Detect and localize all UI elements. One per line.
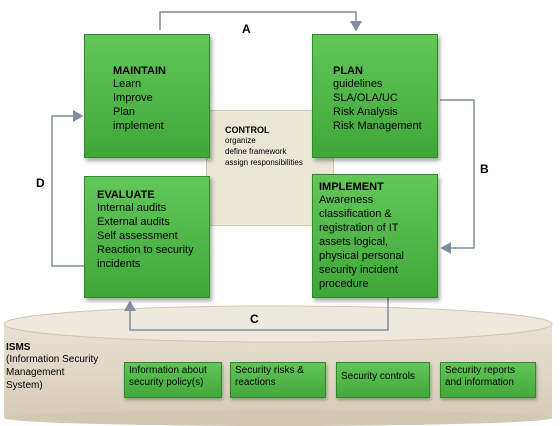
evaluate-title: EVALUATE	[97, 189, 155, 201]
chip-line: Security risks &	[235, 365, 304, 376]
chip-line: Security reports	[445, 365, 516, 376]
chip-security-policy: Information about security policy(s)	[124, 362, 222, 398]
isms-title: ISMS	[6, 342, 31, 353]
implement-line: classification &	[319, 208, 392, 220]
arrow-a	[159, 11, 362, 32]
evaluate-line: Self assessment	[97, 230, 178, 242]
plan-box: PLAN guidelines SLA/OLA/UC Risk Analysis…	[312, 34, 438, 158]
evaluate-line: Internal audits	[97, 202, 167, 214]
label-d: D	[36, 176, 45, 190]
maintain-line: Plan	[113, 106, 136, 118]
chip-security-risks: Security risks & reactions	[230, 362, 326, 398]
plan-title: PLAN	[333, 65, 363, 77]
maintain-box: MAINTAIN Learn Improve Plan implement	[84, 34, 210, 158]
plan-line: Risk Analysis	[333, 106, 398, 118]
control-line: organize	[225, 136, 256, 145]
implement-line: physical personal	[319, 250, 404, 262]
evaluate-line: Reaction to security	[97, 244, 194, 256]
isms-subtitle-line: Management	[6, 367, 65, 378]
plan-line: Risk Management	[333, 120, 422, 132]
chip-security-controls: Security controls	[336, 362, 430, 398]
label-a: A	[242, 22, 251, 36]
maintain-line: implement	[113, 120, 164, 132]
implement-line: procedure	[319, 278, 369, 290]
control-line: define framework	[225, 147, 287, 156]
label-c: C	[250, 312, 259, 326]
isms-subtitle-line: (Information Security	[6, 354, 99, 365]
control-line: assign responsibilities	[225, 158, 303, 167]
chip-line: reactions	[235, 377, 276, 388]
chip-line: Information about	[129, 365, 207, 376]
implement-line: security incident	[319, 264, 398, 276]
chip-line: Security controls	[341, 371, 415, 382]
chip-line: security policy(s)	[129, 377, 204, 388]
arrow-c	[124, 298, 389, 331]
implement-line: Awareness	[319, 194, 374, 206]
implement-box: IMPLEMENT Awareness classification & reg…	[312, 174, 438, 298]
evaluate-box: EVALUATE Internal audits External audits…	[84, 176, 210, 298]
implement-line: assets logical,	[319, 236, 389, 248]
label-b: B	[480, 162, 489, 176]
isms-label: ISMS (Information Security Management Sy…	[6, 342, 98, 392]
implement-title: IMPLEMENT	[319, 181, 384, 193]
maintain-title: MAINTAIN	[113, 65, 166, 77]
plan-line: SLA/OLA/UC	[333, 92, 398, 104]
arrow-b	[440, 99, 475, 254]
chip-security-reports: Security reports and information	[440, 362, 536, 398]
evaluate-line: External audits	[97, 216, 170, 228]
maintain-line: Learn	[113, 78, 142, 90]
arrow-d	[51, 110, 84, 267]
maintain-line: Improve	[113, 92, 153, 104]
chip-line: and information	[445, 377, 514, 388]
control-title: CONTROL	[225, 125, 270, 135]
isms-subtitle-line: System)	[6, 380, 43, 391]
evaluate-line: incidents	[97, 258, 141, 270]
implement-line: registration of IT	[319, 222, 399, 234]
plan-line: guidelines	[333, 78, 383, 90]
